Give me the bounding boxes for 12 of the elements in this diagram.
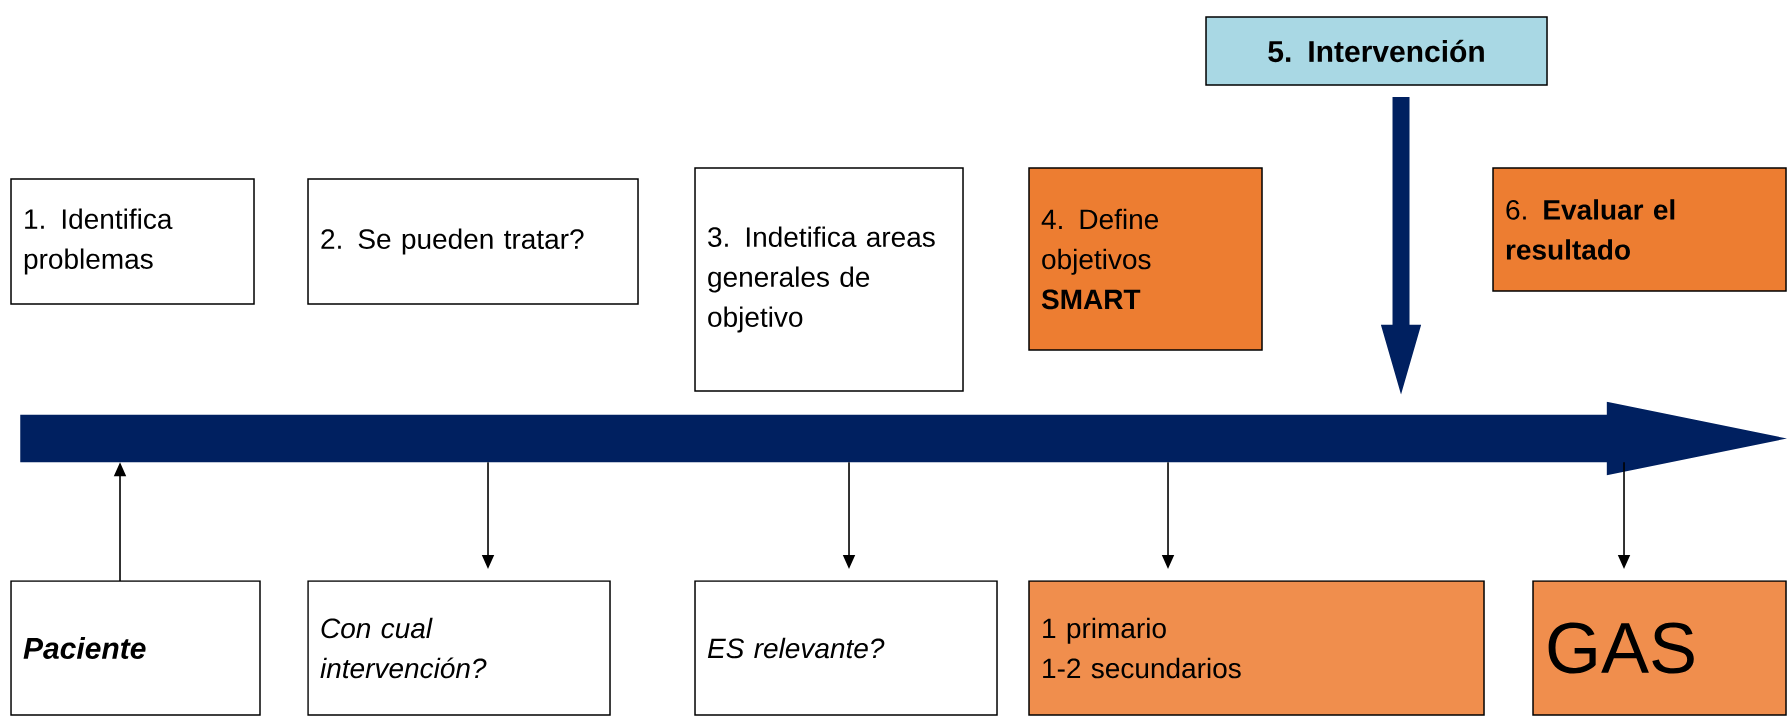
timeline-arrow [20,401,1787,476]
step-box: 1. Identifica problemas [10,178,255,305]
step-box: 3. Indetifica areas generales de objetivo [694,167,964,392]
step-box: 6. Evaluar el resultado [1492,167,1787,292]
step-box: 4. Define objetivos SMART [1028,167,1263,351]
result-box: GAS [1532,580,1787,716]
result-box: 1 primario 1-2 secundarios [1028,580,1485,716]
question-box: ES relevante? [694,580,998,716]
input-box: Paciente [10,580,261,716]
step-box: 5. Intervención [1205,16,1548,86]
question-box: Con cual intervención? [307,580,611,716]
step-box: 2. Se pueden tratar? [307,178,639,305]
